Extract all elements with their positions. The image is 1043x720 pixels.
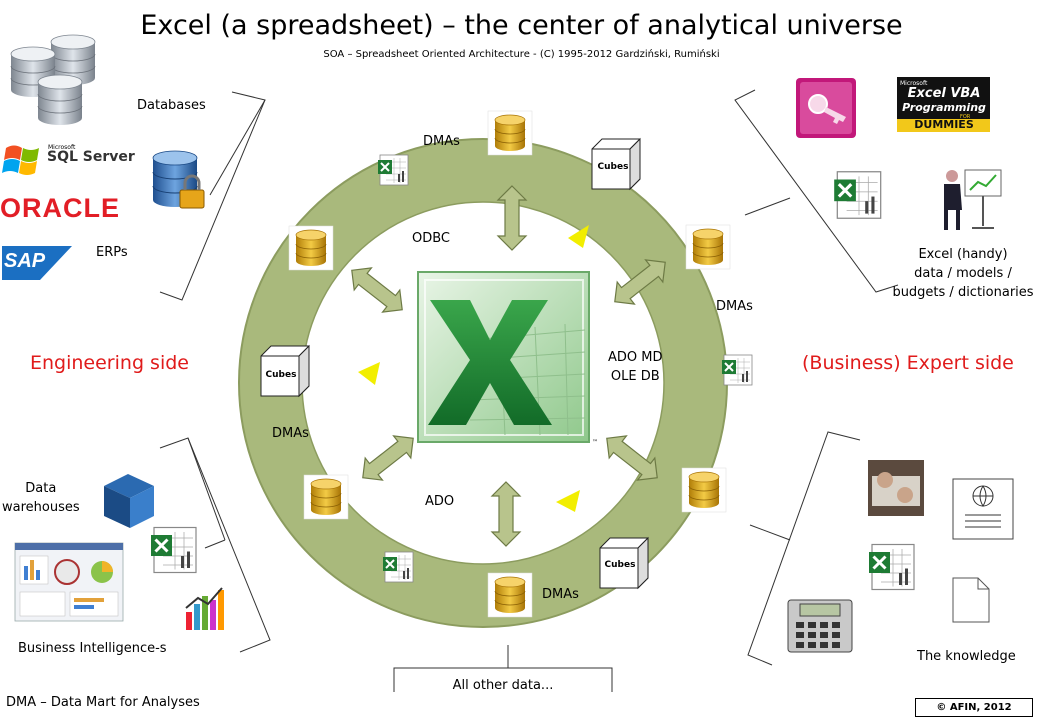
access-key-icon <box>796 78 856 138</box>
bi-dashboard-icon <box>14 542 124 622</box>
book-small-label: Microsoft <box>900 80 928 87</box>
yellow-triangles <box>358 225 589 512</box>
ado-md-label: ADO MD OLE DB <box>608 350 663 384</box>
cubes-label-bottom: Cubes <box>604 560 636 570</box>
sap-logo: SAP <box>4 250 46 272</box>
excel-sheet-icon <box>867 543 916 591</box>
page-subtitle: SOA – Spreadsheet Oriented Architecture … <box>323 49 720 60</box>
dma-footnote: DMA – Data Mart for Analyses <box>6 695 200 710</box>
odbc-label: ODBC <box>412 231 451 246</box>
dmas-label-left: DMAs <box>272 426 309 441</box>
triangle-icon <box>358 362 380 385</box>
dmas-label-right: DMAs <box>716 299 753 314</box>
triangle-icon <box>556 490 580 512</box>
book-title-line4: DUMMIES <box>914 118 974 131</box>
page-title: Excel (a spreadsheet) – the center of an… <box>140 10 903 41</box>
triangle-icon <box>568 225 589 248</box>
all-other-data-label: All other data... <box>452 678 554 693</box>
document-icon <box>952 577 990 623</box>
book-title-line3: FOR <box>960 114 971 120</box>
dmas-label-bottom: DMAs <box>542 587 579 602</box>
excel-sheet-icon <box>149 526 198 574</box>
sap-cube-icon <box>104 474 154 528</box>
windows-logo-icon <box>2 145 39 175</box>
sap-logo-icon <box>2 246 72 280</box>
book-title-line2: Programming <box>902 101 986 114</box>
bottom-bracket <box>393 645 613 692</box>
bar-chart-icon <box>185 587 224 630</box>
presenter-icon <box>944 169 1002 230</box>
right-brackets <box>734 89 899 666</box>
expert-side-label: (Business) Expert side <box>802 352 1014 374</box>
hands-photo-icon <box>868 460 924 516</box>
database-icon <box>303 474 349 520</box>
database-icon <box>288 225 334 271</box>
left-brackets <box>159 91 271 653</box>
label-excel-handy: Excel (handy) data / models / budgets / … <box>892 247 1034 300</box>
locked-database-icon <box>152 150 205 209</box>
vba-book-icon <box>897 77 990 132</box>
sql-server-small-label: Microsoft <box>48 144 76 151</box>
label-knowledge: The knowledge <box>917 649 1016 664</box>
excel-sheet-icon <box>382 551 414 583</box>
database-icon <box>487 110 533 156</box>
database-stack-icon <box>10 34 96 126</box>
book-title-line1: Excel VBA <box>907 86 981 101</box>
database-icon <box>685 224 731 270</box>
database-icon <box>487 572 533 618</box>
label-data-warehouses: Data warehouses <box>2 481 80 515</box>
excel-sheet-icon <box>832 170 883 220</box>
calculator-icon <box>787 599 853 653</box>
svg-text:™: ™ <box>592 439 598 446</box>
engineering-side-label: Engineering side <box>30 352 189 374</box>
excel-sheet-icon <box>721 354 753 386</box>
database-icon <box>681 467 727 513</box>
ado-label: ADO <box>425 494 455 509</box>
excel-sheet-icon <box>377 154 409 186</box>
sql-server-logo: SQL Server <box>47 149 135 165</box>
label-databases: Databases <box>137 98 206 113</box>
oracle-logo: ORACLE <box>0 193 120 223</box>
label-erps: ERPs <box>96 245 128 260</box>
dmas-label-top: DMAs <box>423 134 460 149</box>
globe-document-icon <box>952 478 1014 540</box>
copyright-box: © AFIN, 2012 <box>915 698 1033 717</box>
excel-logo-icon: ™ <box>417 271 598 446</box>
cubes-label-left: Cubes <box>265 370 297 380</box>
cubes-label-top: Cubes <box>597 162 629 172</box>
label-business-intelligence: Business Intelligence-s <box>18 641 167 656</box>
